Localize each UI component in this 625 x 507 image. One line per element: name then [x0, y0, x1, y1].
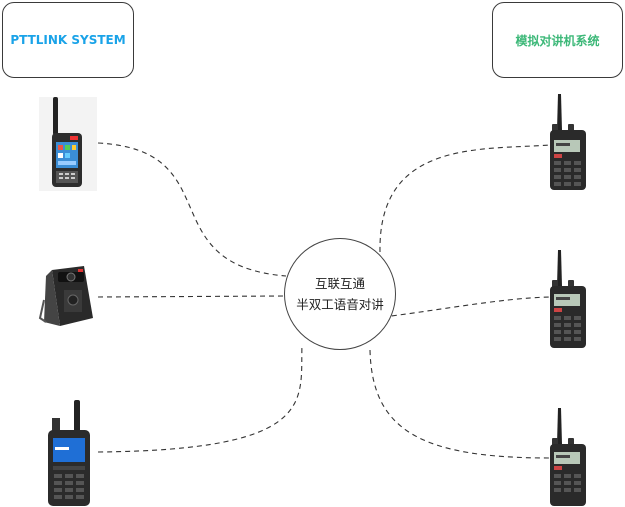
android-ptt-radio-icon	[39, 97, 97, 191]
link-left-1	[97, 142, 287, 277]
hub-line-1: 互联互通	[314, 276, 365, 291]
link-right-3	[369, 349, 551, 459]
link-left-2	[97, 295, 285, 298]
hub-line-2: 半双工语音对讲	[296, 297, 384, 312]
interop-hub: 互联互通 半双工语音对讲	[284, 238, 396, 350]
link-left-3	[97, 343, 303, 453]
pttlink-system-box: PTTLINK SYSTEM	[2, 2, 134, 78]
link-right-2	[373, 296, 551, 319]
body-camera-icon	[38, 266, 93, 326]
analog-walkie-talkie-icon	[550, 94, 586, 190]
analog-walkie-talkie-icon	[550, 408, 586, 506]
link-right-1	[379, 144, 551, 253]
analog-system-box: 模拟对讲机系统	[492, 2, 623, 78]
analog-walkie-talkie-icon	[550, 250, 586, 348]
pttlink-system-title: PTTLINK SYSTEM	[10, 33, 126, 47]
analog-system-title: 模拟对讲机系统	[515, 33, 600, 48]
keypad-ptt-radio-icon	[48, 400, 90, 506]
